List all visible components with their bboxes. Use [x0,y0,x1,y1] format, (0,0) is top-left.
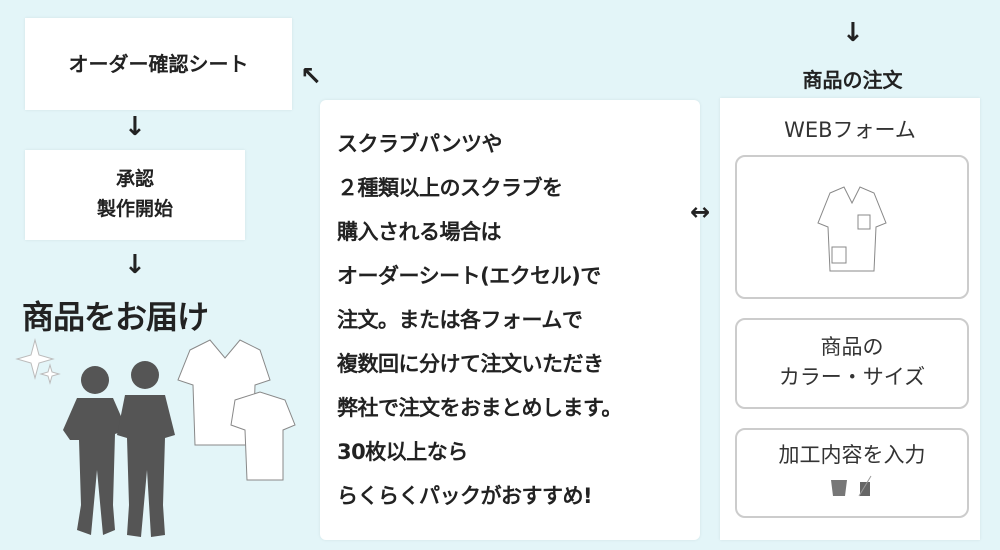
info-box: スクラブパンツや ２種類以上のスクラブを 購入される場合は オーダーシート(エク… [320,100,700,540]
processing-label: 加工内容を入力 [778,443,926,467]
arrow-down-icon: ↓ [124,112,146,142]
production-start-label: 製作開始 [96,198,173,220]
color-size-line1: 商品の [820,335,884,359]
thread-spool-icon [858,475,872,497]
approval-box: 承認 製作開始 [25,150,245,240]
info-line: ２種類以上のスクラブを [337,176,563,200]
nurse-figure [63,366,127,535]
info-line: スクラブパンツや [337,132,503,156]
info-line: 30枚以上なら [337,440,468,464]
info-line: オーダーシート(エクセル)で [337,264,601,288]
info-line: 購入される場合は [337,220,501,244]
order-sheet-label: オーダー確認シート [68,52,249,76]
delivery-heading: 商品をお届け [22,298,209,336]
web-form-title: WEBフォーム [784,118,916,142]
color-size-line2: カラー・サイズ [778,365,926,389]
arrow-down-icon: ↓ [842,18,864,48]
double-arrow-icon: ↔ [690,198,711,226]
staff-illustration [15,338,296,537]
order-sheet-box: オーダー確認シート [25,18,292,110]
arrow-up-left-icon: ↖ [300,62,322,92]
info-line: らくらくパックがおすすめ! [337,484,593,508]
paint-bucket-icon [830,480,847,496]
arrow-down-icon: ↓ [124,250,146,280]
scrub-back-icon [230,391,296,481]
processing-box[interactable]: 加工内容を入力 [735,428,969,518]
order-heading: 商品の注文 [802,68,903,92]
info-line: 弊社で注文をおまとめします。 [337,396,622,420]
color-size-box[interactable]: 商品の カラー・サイズ [735,318,969,409]
info-line: 注文。または各フォームで [337,308,583,332]
doctor-figure [117,361,175,537]
approval-label: 承認 [115,168,154,190]
sparkle-icon [15,338,61,385]
info-line: 複数回に分けて注文いただき [337,352,604,376]
scrub-shirt-icon [817,186,887,272]
product-image-box[interactable] [735,155,969,299]
